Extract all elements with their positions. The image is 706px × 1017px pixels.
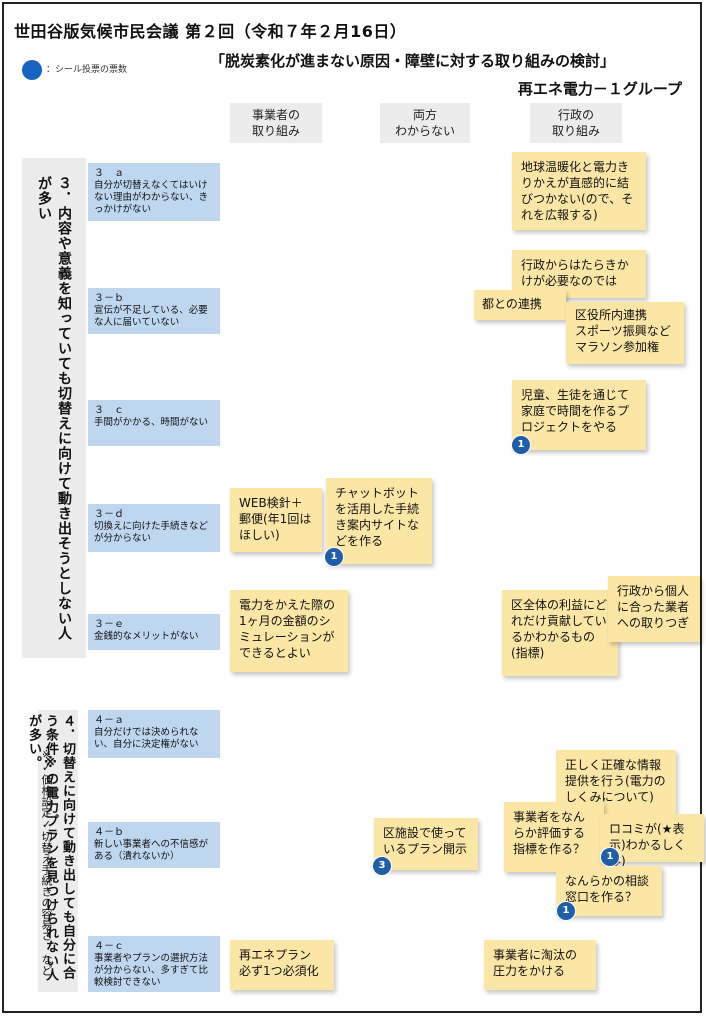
column-header-line: 両方 bbox=[412, 108, 437, 122]
issue-code: ３ ａ bbox=[94, 168, 124, 179]
sticky-note: 地球温暖化と電力きりかえが直感的に結びつかない(ので、それを広報する) bbox=[512, 152, 646, 230]
issue-card-3a: ３ ａ 自分が切替えなくてはいけない理由がわからない、きっかけがない bbox=[88, 163, 220, 221]
column-header-both: 両方 わからない bbox=[380, 103, 470, 143]
vote-legend-icon bbox=[22, 60, 42, 80]
column-header-line: 事業者の bbox=[251, 108, 300, 122]
issue-text: 宣伝が不足している、必要な人に届いていない bbox=[94, 305, 208, 328]
issue-code: ４－ａ bbox=[94, 715, 124, 726]
vote-count-badge: 1 bbox=[512, 436, 530, 454]
vote-count-badge: 3 bbox=[373, 857, 391, 875]
issue-text: 事業者やプランの選択方法が分からない、多すぎて比較検討できない bbox=[94, 953, 209, 988]
issue-code: ３－ｄ bbox=[94, 509, 124, 520]
issue-card-3d: ３－ｄ 切換えに向けた手続きなどが分からない bbox=[88, 504, 220, 552]
column-header-line: 取り組み bbox=[251, 124, 300, 138]
issue-text: 自分が切替えなくてはいけない理由がわからない、きっかけがない bbox=[94, 180, 209, 215]
section-3-label: ３．内容や意義を知っていても切替えに向けて動き出そうとしない人が多い bbox=[36, 176, 72, 641]
issue-card-3e: ３－ｅ 金銭的なメリットがない bbox=[88, 614, 220, 650]
sticky-note: 区役所内連携 スポーツ振興など マラソン参加権 bbox=[566, 302, 684, 364]
issue-text: 手間がかかる、時間がない bbox=[94, 417, 209, 428]
issue-text: 金銭的なメリットがない bbox=[94, 631, 199, 642]
sticky-note: 都との連携 bbox=[474, 290, 566, 320]
section-4-sidebar: ４．切替えに向けて動き出しても自分に合う条件※の電力プランを見つけられない人が多… bbox=[26, 710, 78, 992]
issue-text: 自分だけでは決められない、自分に決定権がない bbox=[94, 727, 199, 750]
column-header-line: 取り組み bbox=[551, 124, 600, 138]
sticky-note: 区施設で使っているプラン開示 bbox=[374, 818, 478, 870]
column-header-line: 行政の bbox=[557, 108, 594, 122]
section-4-note-1: ※✓価格設定 bbox=[40, 748, 53, 818]
issue-card-4c: ４－ｃ 事業者やプランの選択方法が分からない、多すぎて比較検討できない bbox=[88, 936, 220, 992]
sticky-note: 行政からはたらきかけが必要なのでは bbox=[512, 250, 646, 298]
issue-card-3c: ３ ｃ 手間がかかる、時間がない bbox=[88, 400, 220, 446]
sticky-note: 事業者に淘汰の圧力をかける bbox=[484, 940, 596, 990]
sticky-note: 児童、生徒を通じて家庭で時間を作るプロジェクトをやる bbox=[512, 380, 646, 450]
vote-count-badge: 1 bbox=[601, 848, 619, 866]
vote-count-badge: 1 bbox=[557, 902, 575, 920]
issue-text: 切換えに向けた手続きなどが分からない bbox=[94, 521, 209, 544]
sticky-note: 行政から個人に合った業者への取りつぎ bbox=[608, 576, 700, 642]
issue-code: ３－ｅ bbox=[94, 619, 124, 630]
section-4-label: ４．切替えに向けて動き出しても自分に合う条件※の電力プランを見つけられない人が多… bbox=[26, 714, 75, 982]
sticky-note: WEB検針＋郵便(年1回はほしい) bbox=[230, 488, 322, 552]
issue-card-4b: ４－ｂ 新しい事業者への不信感がある（潰れないか） bbox=[88, 822, 220, 868]
sticky-note: 再エネプラン 必ず1つ必須化 bbox=[230, 940, 334, 990]
sticky-note: 事業者をなんらか評価する指標を作る？ bbox=[504, 802, 604, 872]
column-header-business: 事業者の 取り組み bbox=[230, 103, 322, 143]
sticky-note: チャットボットを活用した手続き案内サイトなどを作る bbox=[326, 478, 432, 564]
issue-code: ４－ｂ bbox=[94, 827, 124, 838]
issue-code: ３ ｃ bbox=[94, 405, 124, 416]
sticky-note: 区全体の利益にどれだけ貢献しているかわかるもの(指標) bbox=[502, 590, 618, 676]
vote-legend-label: ：シール投票の票数 bbox=[46, 65, 128, 75]
issue-text: 新しい事業者への不信感がある（潰れないか） bbox=[94, 839, 209, 862]
column-header-line: わからない bbox=[394, 124, 455, 138]
issue-code: ４－ｃ bbox=[94, 941, 124, 952]
sticky-note: 電力をかえた際の1ヶ月の金額のシミュレーションができるとよい bbox=[230, 590, 348, 672]
issue-code: ３－ｂ bbox=[94, 293, 124, 304]
page-subtitle: 「脱炭素化が進まない原因・障壁に対する取り組みの検討」 bbox=[210, 52, 616, 70]
issue-card-4a: ４－ａ 自分だけでは決められない、自分に決定権がない bbox=[88, 710, 220, 758]
page-title: 世田谷版気候市民会議 第２回（令和７年２月16日） bbox=[14, 22, 407, 41]
section-3-sidebar: ３．内容や意義を知っていても切替えに向けて動き出そうとしない人が多い bbox=[22, 158, 86, 658]
issue-card-3b: ３－ｂ 宣伝が不足している、必要な人に届いていない bbox=[88, 288, 220, 334]
group-name: 再エネ電力－１グループ bbox=[517, 80, 682, 98]
section-4-note-2: ✓切替え手続きの容易さ など bbox=[40, 818, 53, 976]
vote-count-badge: 1 bbox=[325, 548, 343, 566]
column-header-gov: 行政の 取り組み bbox=[530, 103, 622, 143]
